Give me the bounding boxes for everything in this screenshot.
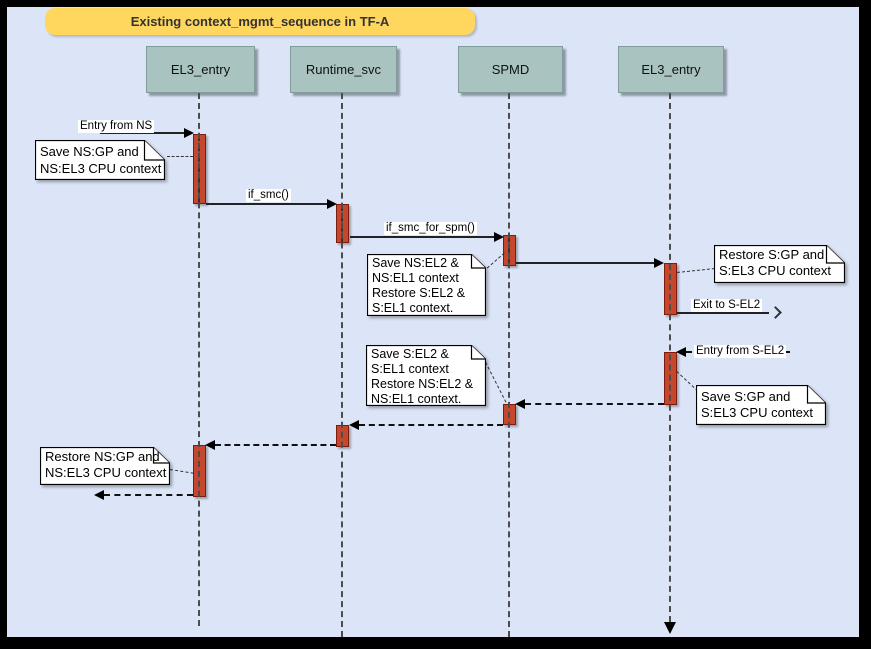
note-text: Save S:GP and S:EL3 CPU context xyxy=(701,389,813,420)
arrowhead-left-icon xyxy=(676,347,686,357)
note-text: Save NS:GP and NS:EL3 CPU context xyxy=(40,144,162,176)
participant-label: Runtime_svc xyxy=(305,62,382,77)
lifeline-end-arrow-down-icon xyxy=(664,622,676,634)
participant-label: SPMD xyxy=(491,62,530,77)
arrowhead-right-icon xyxy=(184,128,194,138)
message-if-smc-for-spm xyxy=(350,232,504,242)
note-paper-icon xyxy=(367,254,486,316)
diagram-background xyxy=(7,7,859,637)
arrowhead-right-icon xyxy=(654,258,664,268)
message-label-exit-to-s-el2: Exit to S-EL2 xyxy=(691,299,763,312)
arrowhead-right-icon xyxy=(494,232,504,242)
note-text: Save NS:EL2 & NS:EL1 context Restore S:E… xyxy=(372,256,466,315)
participant-label: EL3_entry xyxy=(170,62,231,77)
message-spmd-to-el3 xyxy=(516,258,664,268)
diagram-title: Existing context_mgmt_sequence in TF-A xyxy=(45,8,475,35)
note-paper-icon xyxy=(696,385,826,425)
note-paper-icon xyxy=(40,447,170,485)
message-return-to-ns xyxy=(94,490,193,500)
message-return-runtime-svc-to-el3 xyxy=(205,440,336,450)
arrowhead-left-icon xyxy=(349,420,359,430)
note-save-ns-el2: Save NS:EL2 & NS:EL1 context Restore S:E… xyxy=(367,254,486,316)
participant-spmd: SPMD xyxy=(458,46,563,93)
note-connector-1 xyxy=(167,156,193,157)
message-label-entry-from-s-el2: Entry from S-EL2 xyxy=(694,345,787,358)
lifeline-el3-entry-left xyxy=(198,93,200,626)
message-exit-to-s-el2 xyxy=(677,306,782,319)
arrowhead-right-icon xyxy=(327,199,337,209)
participant-runtime-svc: Runtime_svc xyxy=(290,46,397,93)
message-return-el3-to-spmd xyxy=(515,399,664,409)
note-text: Restore S:GP and S:EL3 CPU context xyxy=(719,247,831,278)
note-text: Save S:EL2 & S:EL1 context Restore NS:EL… xyxy=(371,347,474,406)
arrowhead-left-icon xyxy=(515,399,525,409)
note-paper-icon xyxy=(714,245,845,283)
message-if-smc xyxy=(206,199,337,209)
note-restore-s-gp: Restore S:GP and S:EL3 CPU context xyxy=(714,245,845,283)
note-paper-icon xyxy=(366,345,486,406)
note-restore-ns-gp: Restore NS:GP and NS:EL3 CPU context xyxy=(40,447,170,485)
message-label-if-smc: if_smc() xyxy=(246,189,291,202)
lifeline-runtime-svc xyxy=(341,93,343,637)
lifeline-spmd xyxy=(508,93,510,637)
note-paper-icon xyxy=(35,140,165,180)
note-save-s-el2: Save S:EL2 & S:EL1 context Restore NS:EL… xyxy=(366,345,486,406)
message-return-spmd-to-runtime-svc xyxy=(349,420,503,430)
participant-el3-entry-right: EL3_entry xyxy=(618,46,724,93)
note-save-ns-gp: Save NS:GP and NS:EL3 CPU context xyxy=(35,140,165,180)
arrowhead-left-icon xyxy=(94,490,104,500)
arrowhead-left-icon xyxy=(205,440,215,450)
message-entry-from-ns xyxy=(100,128,194,138)
note-text: Restore NS:GP and NS:EL3 CPU context xyxy=(45,449,167,480)
participant-label: EL3_entry xyxy=(641,62,701,77)
lifeline-el3-entry-right xyxy=(669,93,671,622)
message-label-entry-from-ns: Entry from NS xyxy=(78,120,155,133)
message-label-if-smc-for-spm: if_smc_for_spm() xyxy=(384,222,477,235)
participant-el3-entry-left: EL3_entry xyxy=(146,46,255,93)
note-save-s-gp: Save S:GP and S:EL3 CPU context xyxy=(696,385,826,425)
